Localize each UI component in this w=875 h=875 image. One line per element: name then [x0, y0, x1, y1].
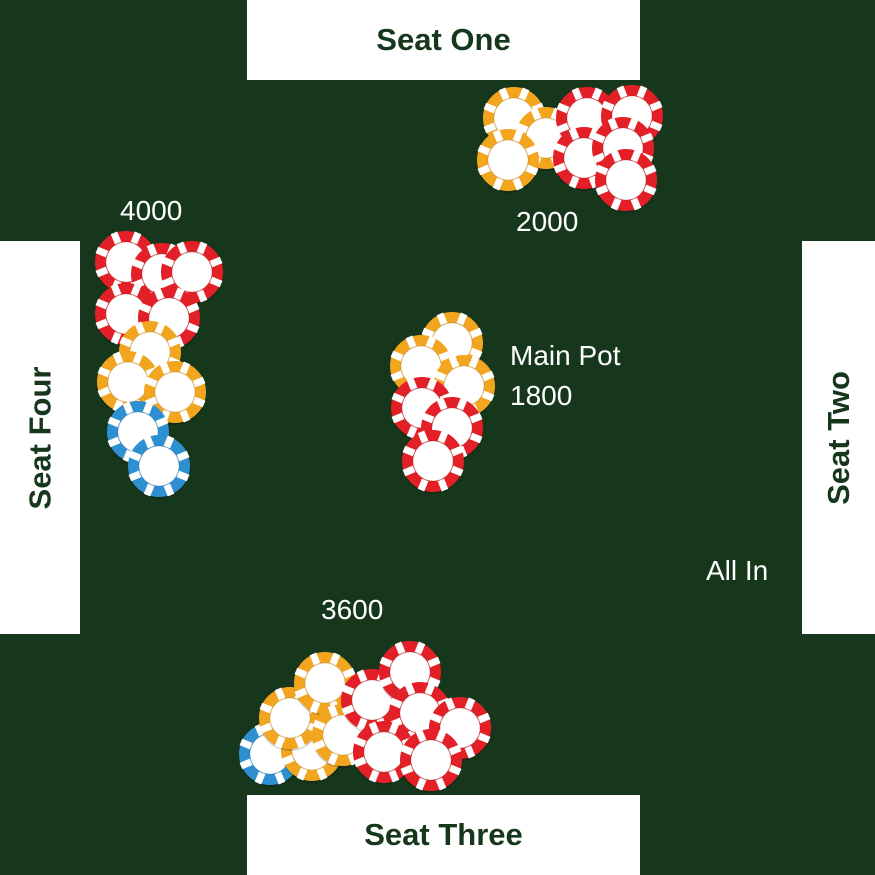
- chip-red: [353, 721, 415, 785]
- chip-stack-main-pot: [390, 312, 495, 494]
- chip-orange: [97, 351, 159, 415]
- chip-orange: [477, 129, 539, 193]
- main-pot-amount: 1800: [510, 380, 573, 411]
- seat-four[interactable]: Seat Four: [0, 241, 80, 634]
- seat-two-all-in-status: All In: [706, 555, 769, 586]
- chip-blue: [128, 435, 190, 499]
- chip-stack-seat-one: [477, 85, 663, 213]
- seat-three[interactable]: Seat Three: [247, 795, 640, 875]
- chip-red: [402, 430, 464, 494]
- seat-four-bet-amount: 4000: [120, 195, 183, 226]
- seat-three-label: Seat Three: [364, 817, 523, 852]
- seat-one-bet-amount: 2000: [516, 206, 579, 237]
- seat-two[interactable]: Seat Two: [802, 241, 875, 634]
- chip-stack-seat-three: [239, 641, 491, 793]
- main-pot-label: Main Pot: [510, 340, 621, 371]
- chip-orange: [144, 361, 206, 425]
- chip-red: [595, 149, 657, 213]
- chip-orange: [294, 652, 356, 716]
- seat-one[interactable]: Seat One: [247, 0, 640, 80]
- seat-one-label: Seat One: [376, 22, 511, 57]
- chip-stack-seat-four: [95, 231, 223, 499]
- seat-three-bet-amount: 3600: [321, 594, 384, 625]
- chip-red: [400, 729, 462, 793]
